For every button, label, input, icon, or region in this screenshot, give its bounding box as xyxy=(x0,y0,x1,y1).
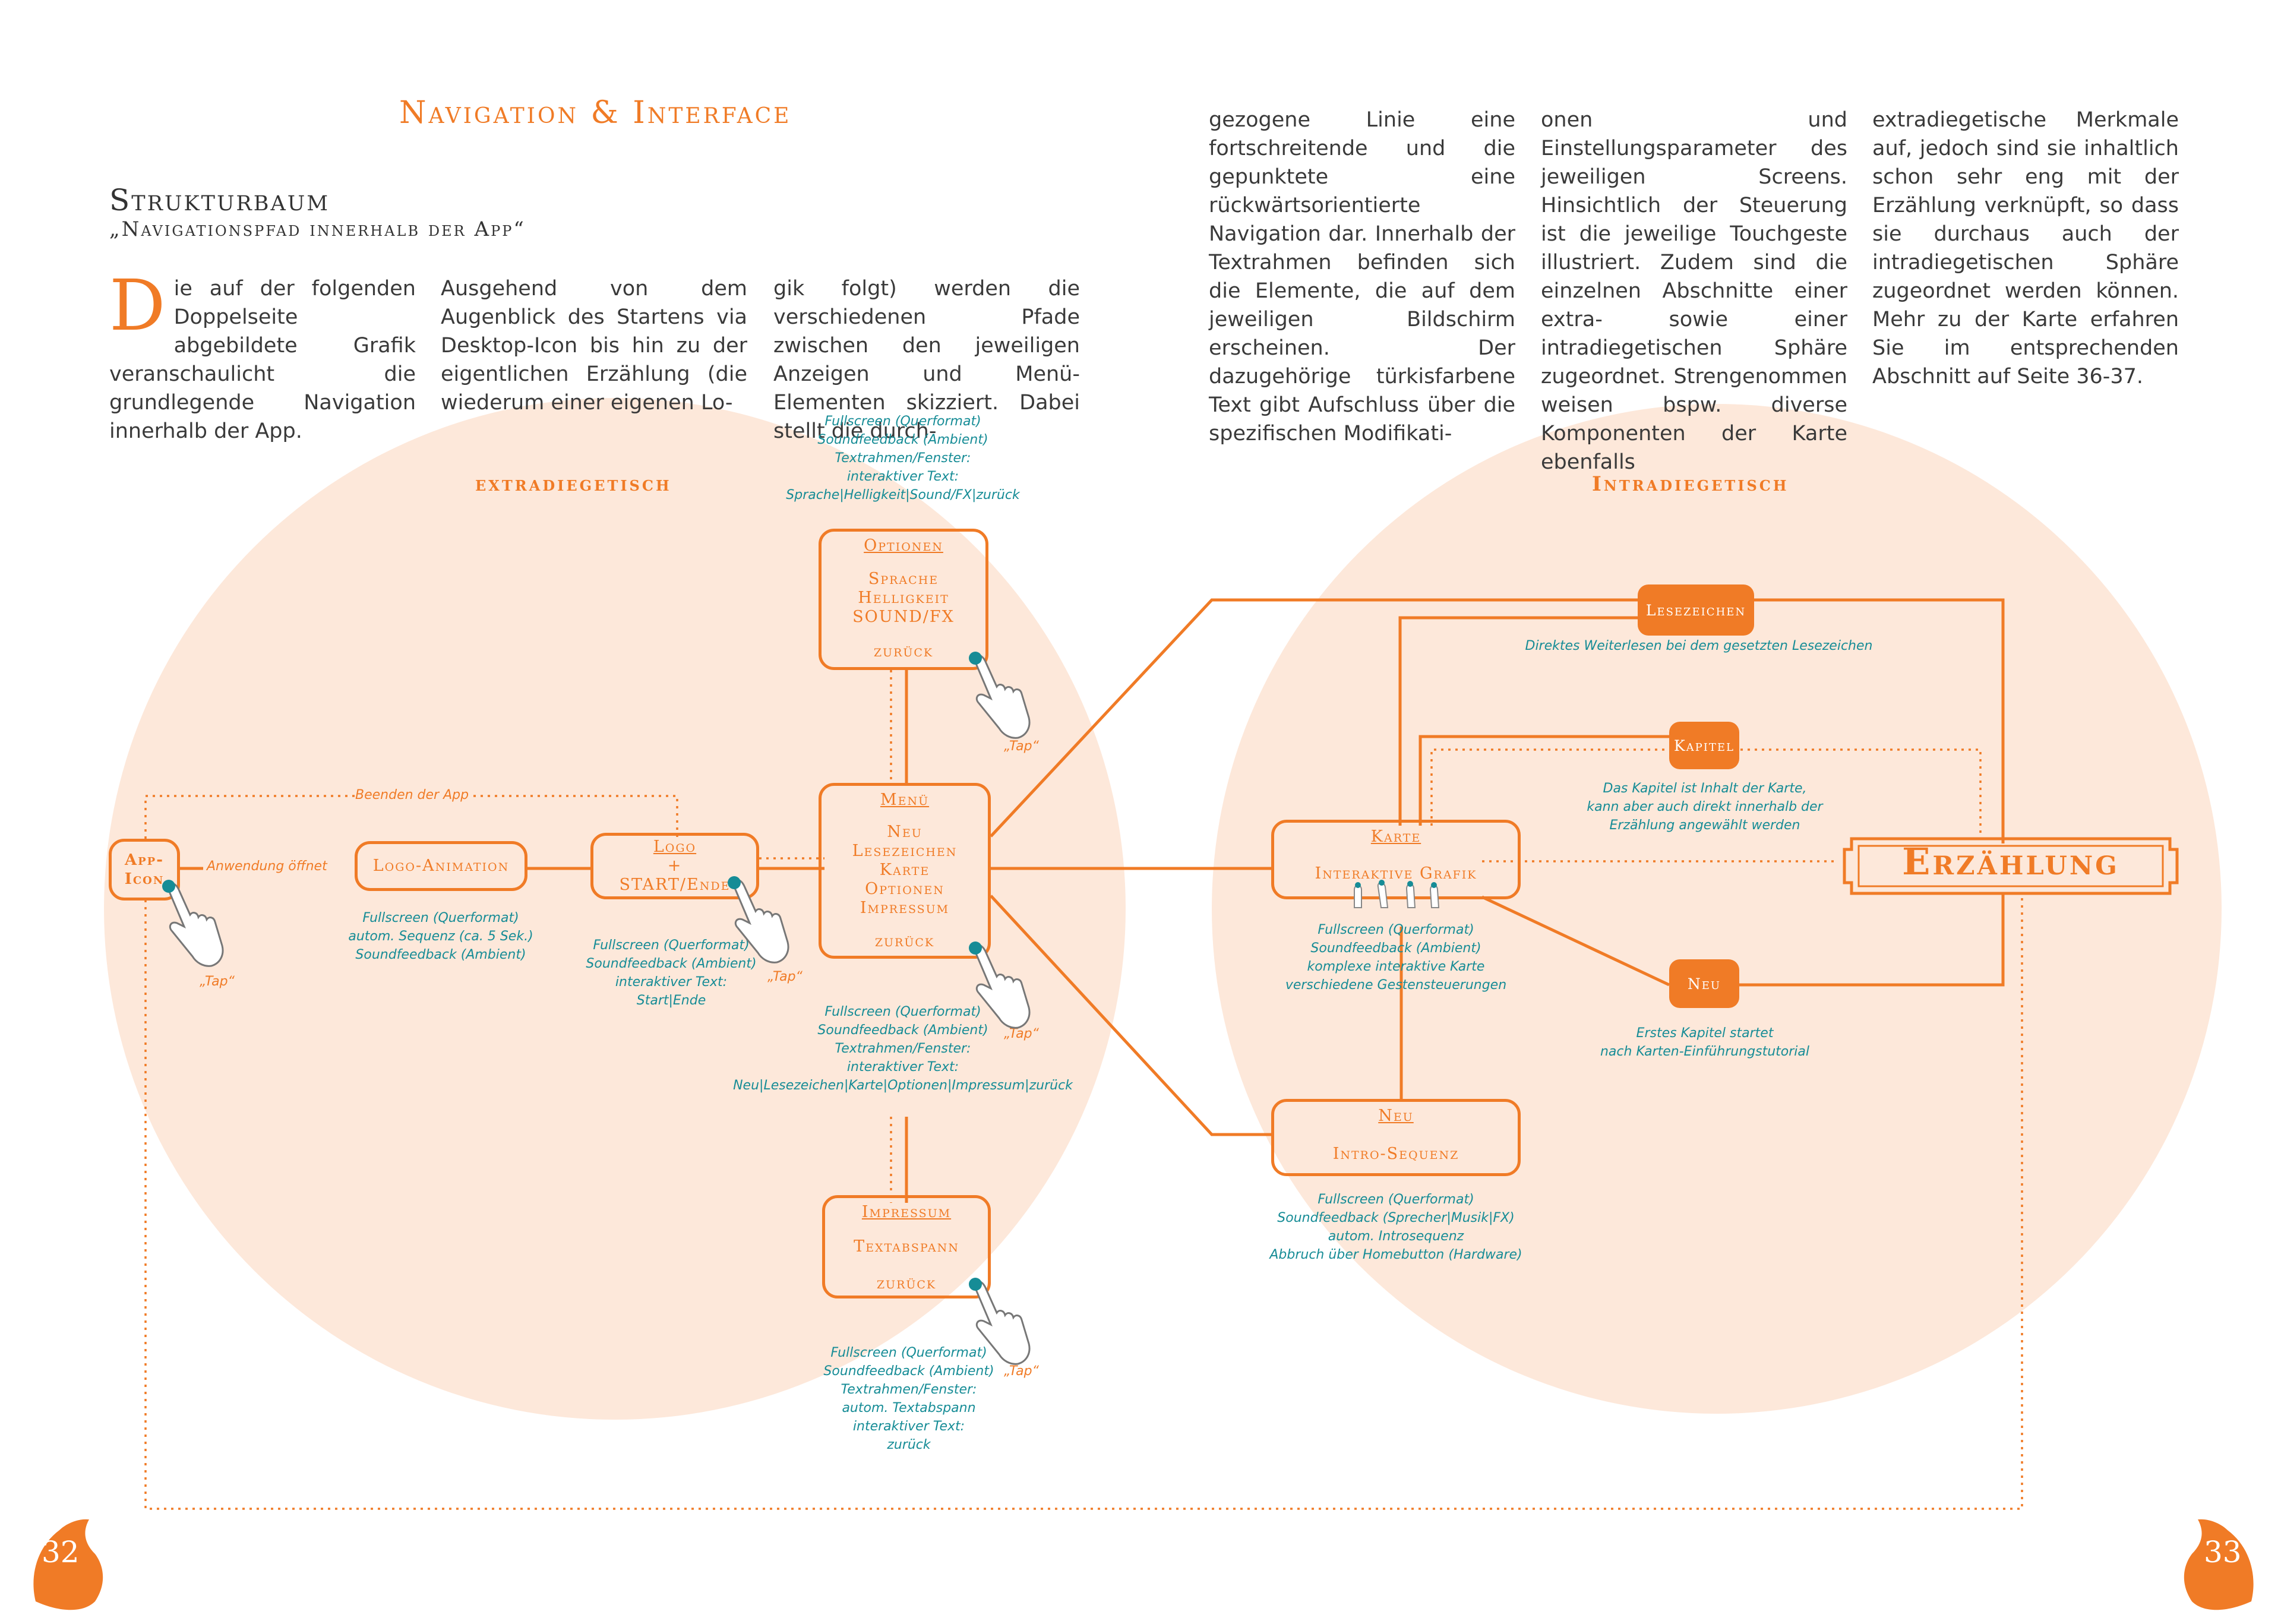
section-heading: Strukturbaum xyxy=(109,183,330,217)
label-beenden: Beenden der App xyxy=(355,788,469,802)
page-number-right: 33 xyxy=(2204,1535,2242,1569)
text-column-4: gezogene Linie eine fortschreitende und … xyxy=(1209,108,1515,446)
note-logo-animation: Fullscreen (Querformat)autom. Sequenz (c… xyxy=(348,911,533,962)
page-ornament-right xyxy=(2184,1519,2254,1610)
extradiegetic-sphere xyxy=(104,398,1126,1420)
page-number-left: 32 xyxy=(42,1535,80,1569)
note-karte: Fullscreen (Querformat)Soundfeedback (Am… xyxy=(1285,922,1507,993)
gesture-hands-icon xyxy=(1354,880,1440,908)
note-optionen: Fullscreen (Querformat)Soundfeedback (Am… xyxy=(786,414,1020,503)
page-title: Navigation & Interface xyxy=(399,95,792,131)
text-column-6: extradiegetische Merkmale auf, jedoch si… xyxy=(1872,108,2179,388)
dropcap: D xyxy=(109,264,166,346)
neu-node[interactable]: Neu xyxy=(1669,959,1739,1008)
optionen-back-link[interactable]: zurück xyxy=(873,642,934,661)
region-label-extradiegetic: extradiegetisch xyxy=(475,472,672,496)
label-anwendung: Anwendung öffnet xyxy=(207,859,327,874)
note-menu: Fullscreen (Querformat)Soundfeedback (Am… xyxy=(733,1004,1073,1093)
optionen-node[interactable]: Optionen Sprache Helligkeit SOUND/FX zur… xyxy=(819,529,988,670)
tap-hand-icon xyxy=(969,652,1031,739)
note-logo-start: Fullscreen (Querformat)Soundfeedback (Am… xyxy=(586,938,757,1008)
note-impressum: Fullscreen (Querformat)Soundfeedback (Am… xyxy=(823,1345,994,1452)
tap-label-app: „Tap“ xyxy=(200,974,235,989)
app-icon-node[interactable]: App-Icon xyxy=(109,839,180,901)
intradiegetic-sphere xyxy=(1212,404,2222,1414)
text-column-3: gik folgt) werden die verschiedenen Pfad… xyxy=(773,277,1080,443)
erzaehlung-frame xyxy=(1843,837,2179,895)
text-column-2: Ausgehend von dem Augenblick des Starten… xyxy=(441,277,747,415)
tap-label-menu: „Tap“ xyxy=(1004,1026,1039,1041)
tap-label-impressum: „Tap“ xyxy=(1004,1364,1039,1379)
logo-animation-node: Logo-Animation xyxy=(355,841,527,891)
menu-back-link[interactable]: zurück xyxy=(874,932,935,950)
note-lesezeichen: Direktes Weiterlesen bei dem gesetzten L… xyxy=(1525,639,1873,653)
logo-start-node[interactable]: Logo + START/Ende xyxy=(590,833,759,899)
tap-label-logo: „Tap“ xyxy=(767,969,803,984)
menu-node[interactable]: Menü Neu Lesezeichen Karte Optionen Impr… xyxy=(819,783,991,959)
lesezeichen-node[interactable]: Lesezeichen xyxy=(1638,584,1754,636)
section-subtitle: „Navigationspfad innerhalb der App“ xyxy=(109,217,526,241)
neu-intro-node: Neu Intro-Sequenz xyxy=(1271,1099,1521,1176)
tap-hand-icon xyxy=(728,876,789,963)
text-column-5: onen und Einstellungsparameter des jewei… xyxy=(1541,108,1847,474)
karte-node[interactable]: Karte Interaktive Grafik xyxy=(1271,820,1521,899)
page-ornament-left xyxy=(33,1519,103,1610)
tap-hand-icon xyxy=(162,880,224,967)
erzaehlung-node[interactable]: Erzählung xyxy=(1902,840,2119,883)
impressum-node[interactable]: Impressum Textabspann zurück xyxy=(822,1195,991,1298)
region-label-intradiegetic: Intradiegetisch xyxy=(1592,472,1789,496)
tap-hand-icon xyxy=(969,1278,1031,1365)
impressum-back-link[interactable]: zurück xyxy=(876,1274,937,1293)
note-neu-intro: Fullscreen (Querformat)Soundfeedback (Sp… xyxy=(1269,1192,1522,1262)
note-kapitel: Das Kapitel ist Inhalt der Karte,kann ab… xyxy=(1587,781,1823,833)
tap-label-optionen: „Tap“ xyxy=(1004,739,1039,754)
tap-hand-icon xyxy=(969,941,1031,1029)
kapitel-node[interactable]: Kapitel xyxy=(1669,722,1739,769)
